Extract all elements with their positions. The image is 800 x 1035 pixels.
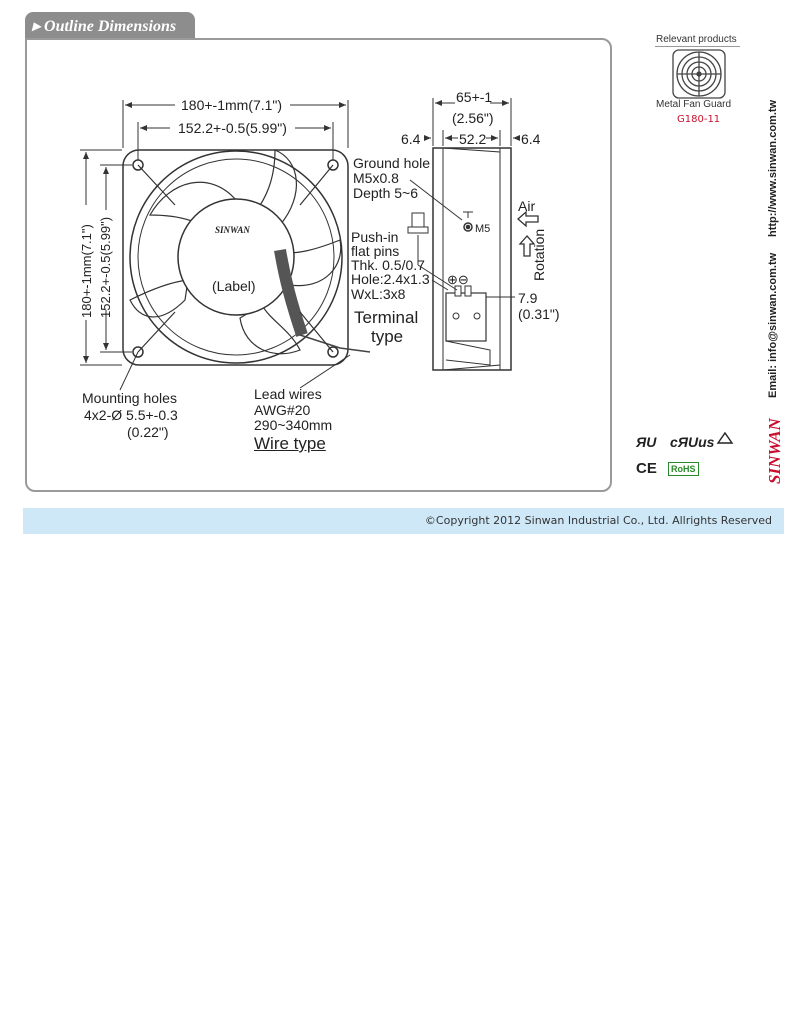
ul-mark: ЯU (636, 434, 657, 450)
hub-label: (Label) (212, 278, 256, 294)
pins-line2: flat pins (351, 243, 400, 259)
wire-type-label: Wire type (254, 434, 326, 453)
side-inner-depth: 52.2 (459, 131, 487, 147)
dim-inner-height: 152.2+-0.5(5.99") (98, 216, 113, 318)
lead-wires-length: 290~340mm (254, 417, 333, 433)
ce-mark: CE (636, 460, 657, 477)
pin-offset: 7.9 (518, 290, 538, 306)
fan-guard-image (672, 49, 726, 99)
related-product-name[interactable]: Metal Fan Guard (656, 99, 732, 110)
rotation-label: Rotation (531, 228, 547, 281)
related-divider (655, 46, 740, 47)
m5-label: M5 (475, 223, 491, 235)
side-depth-inch: (2.56") (452, 110, 494, 126)
section-title: ▸ Outline Dimensions (32, 18, 177, 35)
fan-frame (122, 149, 349, 366)
side-depth: 65+-1 (456, 89, 493, 105)
website-link[interactable]: http://www.sinwan.com.tw (767, 99, 779, 237)
dim-outer-width: 180+-1mm(7.1") (179, 97, 285, 113)
pins-hole: Hole:2.4x1.3 (351, 271, 430, 287)
section-tab (25, 12, 195, 40)
section-title-text: Outline Dimensions (44, 18, 177, 35)
footer-bar: ©Copyright 2012 Sinwan Industrial Co., L… (23, 508, 784, 534)
air-label: Air (518, 198, 536, 214)
copyright-text: ©Copyright 2012 Sinwan Industrial Co., L… (424, 514, 772, 527)
side-right-offset: 6.4 (521, 131, 541, 147)
rohs-mark: RoHS (668, 462, 699, 476)
email-link[interactable]: Email: info@sinwan.com.tw (767, 252, 779, 398)
mounting-holes-title: Mounting holes (82, 390, 177, 406)
pins-wxl: WxL:3x8 (351, 286, 406, 302)
mounting-holes-spec: 4x2-Ø 5.5+-0.3 (84, 407, 178, 423)
ground-hole-depth: Depth 5~6 (353, 185, 418, 201)
related-product-code[interactable]: G180-11 (677, 114, 721, 125)
tuv-mark (716, 431, 734, 444)
hub-brand: SINWAN (215, 225, 250, 235)
lead-wires-awg: AWG#20 (254, 402, 311, 418)
pin-offset-inch: (0.31") (518, 306, 560, 322)
pins-line1: Push-in (351, 229, 399, 245)
lead-wires-title: Lead wires (254, 386, 322, 402)
dim-outer-height: 180+-1mm(7.1") (79, 224, 94, 318)
dim-inner-width: 152.2+-0.5(5.99") (176, 120, 289, 136)
ground-hole-title: Ground hole (353, 155, 431, 171)
fan-ring (129, 150, 343, 364)
ground-hole-thread: M5x0.8 (353, 170, 399, 186)
cul-mark: cЯUus (670, 434, 715, 450)
terminal-type-line2: type (371, 327, 404, 346)
terminal-type-line1: Terminal (354, 308, 419, 327)
related-heading: Relevant products (656, 34, 737, 45)
pins-thickness: Thk. 0.5/0.7 (351, 257, 425, 273)
brand-logo: SINWAN (765, 418, 784, 484)
mounting-holes-inch: (0.22") (127, 424, 169, 440)
polarity-icon: ⊕⊖ (447, 272, 469, 287)
fan-hub (177, 198, 295, 316)
side-left-offset: 6.4 (401, 131, 421, 147)
